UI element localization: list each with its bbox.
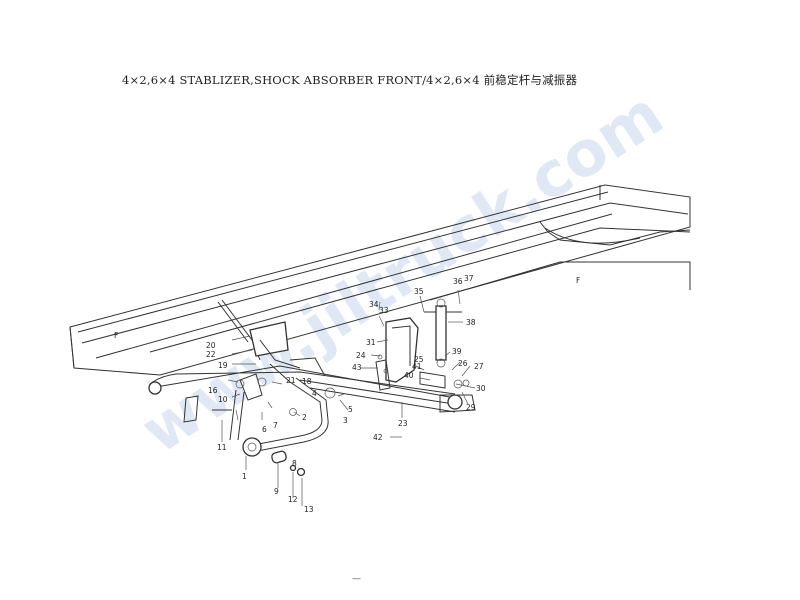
- callout-25: 25: [414, 355, 424, 364]
- callout-3: 3: [343, 416, 348, 425]
- callout-9: 9: [274, 487, 279, 496]
- callout-29: 29: [466, 403, 476, 412]
- callout-30: 30: [476, 384, 486, 393]
- callout-11: 11: [217, 443, 227, 452]
- callout-12: 12: [288, 495, 298, 504]
- callout-16: 16: [208, 386, 218, 395]
- callout-38: 38: [466, 318, 476, 327]
- stabilizer-bar: [242, 363, 329, 457]
- callout-31: 31: [366, 338, 376, 347]
- callout-21: 21: [286, 376, 296, 385]
- callout-34: 34: [369, 300, 379, 309]
- callout-5: 5: [348, 405, 353, 414]
- callout-19: 19: [218, 361, 228, 370]
- callout-39: 39: [452, 347, 462, 356]
- frame-rail: F F: [69, 184, 691, 376]
- callout-23: 23: [398, 419, 408, 428]
- stabilizer-links: [183, 299, 336, 477]
- callout-labels: 1 2 3 4 5 6 7 8 9 10 11 12 13 16 18 19 2…: [206, 274, 486, 514]
- callout-43: 43: [352, 363, 362, 372]
- callout-20: 20: [206, 341, 216, 350]
- callout-42: 42: [373, 433, 383, 442]
- callout-26: 26: [458, 359, 468, 368]
- diagram-title: 4×2,6×4 STABLIZER,SHOCK ABSORBER FRONT/4…: [122, 73, 578, 87]
- shock-absorber: [375, 298, 470, 391]
- callout-36: 36: [453, 277, 463, 286]
- callout-27: 27: [474, 362, 484, 371]
- callout-35: 35: [414, 287, 424, 296]
- frame-mark-right: F: [576, 276, 580, 285]
- callout-41: 41: [412, 362, 422, 371]
- callout-37: 37: [464, 274, 474, 283]
- callout-2: 2: [302, 413, 307, 422]
- callout-6: 6: [262, 425, 267, 434]
- leader-lines: [221, 289, 476, 506]
- callout-24: 24: [356, 351, 366, 360]
- leaf-spring: [148, 365, 476, 413]
- page-mark: —: [352, 574, 361, 584]
- callout-4: 4: [312, 389, 317, 398]
- callout-22: 22: [206, 350, 216, 359]
- callout-13: 13: [304, 505, 314, 514]
- callout-1: 1: [242, 472, 247, 481]
- callout-40: 40: [404, 371, 414, 380]
- callout-18: 18: [302, 377, 312, 386]
- frame-mark-left: F: [114, 331, 118, 340]
- callout-33: 33: [379, 306, 389, 315]
- callout-10: 10: [218, 395, 228, 404]
- callout-8: 8: [292, 459, 297, 468]
- callout-7: 7: [273, 421, 278, 430]
